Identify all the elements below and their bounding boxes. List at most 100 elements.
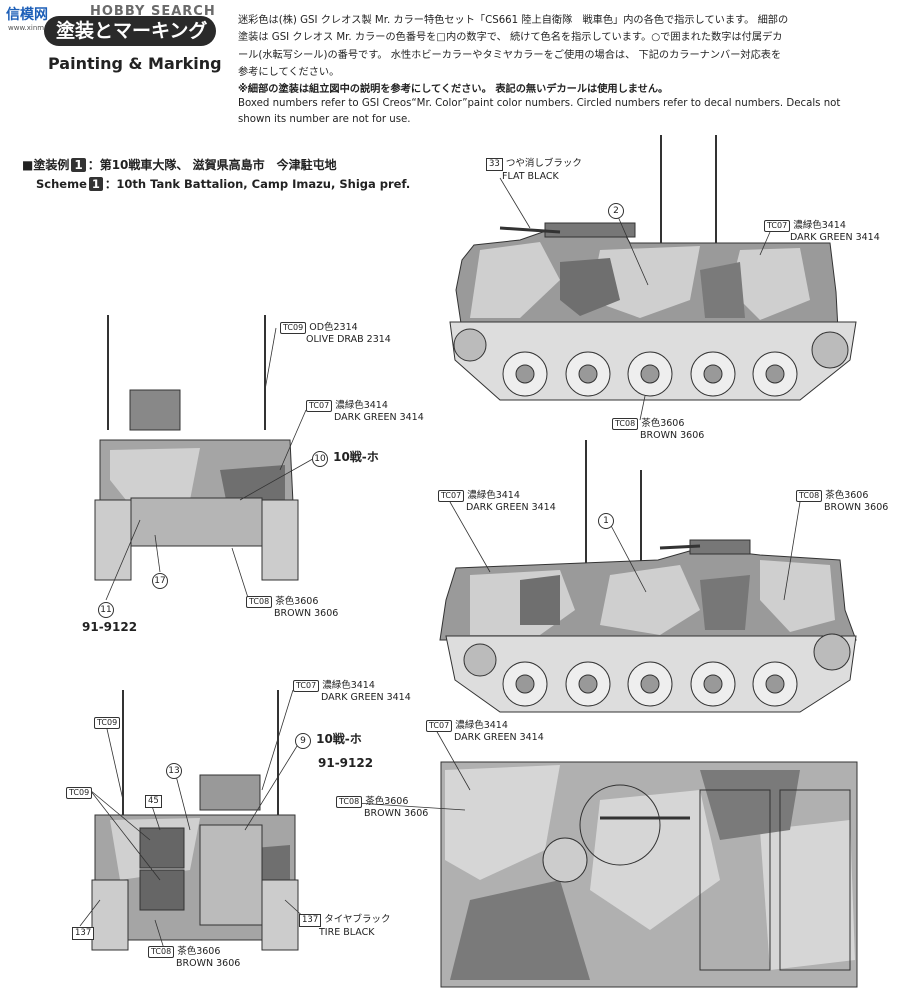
callout-jp: つや消しブラック <box>505 158 582 169</box>
paint-code-box: TC08 <box>148 946 175 958</box>
callout-brown-front: TC08 茶色3606 BROWN 3606 <box>246 596 338 620</box>
paint-code-box: TC07 <box>426 720 453 732</box>
decal-9-plate: 91-9122 <box>318 756 374 770</box>
decal-2-marker: 2 <box>608 198 624 219</box>
scheme-number-box: 1 <box>71 158 86 172</box>
callout-jp: 濃緑色3414 <box>322 680 375 691</box>
callout-brown-side1: TC08 茶色3606 BROWN 3606 <box>612 418 704 442</box>
watermark-search: HOBBY SEARCH <box>90 4 216 19</box>
callout-en: TIRE BLACK <box>319 927 375 938</box>
paint-code-box: TC08 <box>796 490 823 502</box>
decal-11-text: 91-9122 <box>82 620 138 634</box>
callout-jp: 濃緑色3414 <box>793 220 846 231</box>
decal-number: 10 <box>312 451 328 467</box>
decal-1-marker: 1 <box>598 508 614 529</box>
decal-11-marker: 11 <box>98 597 114 618</box>
paint-code-box: 33 <box>486 158 503 171</box>
decal-text: 10戦-ホ <box>333 450 379 464</box>
paint-code-box: TC08 <box>246 596 273 608</box>
scheme-prefix-en: Scheme <box>36 177 87 191</box>
decal-number: 17 <box>152 573 168 589</box>
paint-code-box: TC07 <box>306 400 333 412</box>
intro-jp-line: 塗装は GSI クレオス Mr. カラーの色番号を□内の数字で、 続けて色名を指… <box>238 32 783 44</box>
intro-en: Boxed numbers refer to GSI Creos“Mr. Col… <box>238 96 898 128</box>
page-title: 塗装とマーキング <box>44 16 216 46</box>
callout-dark-green-side2: TC07 濃緑色3414 DARK GREEN 3414 <box>438 490 556 514</box>
decal-9-marker: 9 10戦-ホ <box>295 728 362 749</box>
paint-box-45: 45 <box>145 788 162 808</box>
intro-jp-line: ※細部の塗装は組立図中の説明を参考にしてください。 表記の無いデカールは使用しま… <box>238 84 669 96</box>
callout-jp: OD色2314 <box>309 322 358 333</box>
callout-od-rear-2: TC09 <box>66 780 93 799</box>
callout-en: BROWN 3606 <box>176 958 241 969</box>
callout-od-rear: TC09 <box>94 710 121 729</box>
callout-en: BROWN 3606 <box>640 430 705 441</box>
intro-en-line: Boxed numbers refer to GSI Creos“Mr. Col… <box>238 98 841 109</box>
callout-jp: 茶色3606 <box>365 796 409 807</box>
side-view-1-wheels <box>502 351 798 397</box>
callout-en: BROWN 3606 <box>824 502 889 513</box>
scheme-text-jp: ：第10戦車大隊、 滋賀県高島市 今津駐屯地 <box>87 158 337 172</box>
paint-code-box: 137 <box>299 914 322 927</box>
callout-en: BROWN 3606 <box>364 808 429 819</box>
paint-code-box: TC07 <box>438 490 465 502</box>
callout-en: DARK GREEN 3414 <box>454 732 544 743</box>
front-view <box>94 315 299 581</box>
callout-jp: 茶色3606 <box>275 596 319 607</box>
scheme-number-box-en: 1 <box>88 177 103 191</box>
callout-jp: 茶色3606 <box>177 946 221 957</box>
callout-dark-green-side1: TC07 濃緑色3414 DARK GREEN 3414 <box>764 220 880 244</box>
intro-jp-line: 迷彩色は(株) GSI クレオス製 Mr. カラー特色セット「CS661 陸上自… <box>238 15 789 26</box>
paint-code-box: TC07 <box>764 220 791 232</box>
paint-code-box: TC09 <box>66 787 93 799</box>
callout-brown-top: TC08 茶色3606 BROWN 3606 <box>336 796 428 820</box>
callout-en: OLIVE DRAB 2314 <box>306 334 391 345</box>
decal-17-marker: 17 <box>152 568 168 589</box>
decal-text: 10戦-ホ <box>316 732 362 746</box>
scheme-prefix-jp: ■塗装例 <box>22 158 70 172</box>
paint-code-box: TC08 <box>336 796 363 808</box>
callout-flat-black: 33 つや消しブラック FLAT BLACK <box>486 158 582 183</box>
callout-brown-rear: TC08 茶色3606 BROWN 3606 <box>148 946 240 970</box>
callout-jp: 茶色3606 <box>825 490 869 501</box>
paint-code-box: 137 <box>72 927 95 940</box>
watermark-logo: 信模网 <box>6 7 48 23</box>
callout-tire-left: 137 <box>72 920 95 940</box>
callout-jp: 濃緑色3414 <box>335 400 388 411</box>
callout-dark-green-top: TC07 濃緑色3414 DARK GREEN 3414 <box>426 720 544 744</box>
callout-jp: 濃緑色3414 <box>467 490 520 501</box>
side-view-2-wheels <box>502 661 798 707</box>
intro-jp: 迷彩色は(株) GSI クレオス製 Mr. カラー特色セット「CS661 陸上自… <box>238 12 898 98</box>
paint-code-box: TC07 <box>293 680 320 692</box>
paint-code-box: TC08 <box>612 418 639 430</box>
callout-dark-green-front: TC07 濃緑色3414 DARK GREEN 3414 <box>306 400 424 424</box>
decal-number: 9 <box>295 733 311 749</box>
decal-number: 13 <box>166 763 182 779</box>
callout-en: FLAT BLACK <box>502 171 559 182</box>
decal-number: 1 <box>598 513 614 529</box>
callout-jp: タイヤブラック <box>324 914 391 925</box>
rear-view <box>91 690 299 951</box>
page-subtitle: Painting & Marking <box>48 54 222 73</box>
top-view <box>440 761 858 988</box>
callout-tire-black: 137 タイヤブラック TIRE BLACK <box>299 914 390 939</box>
decal-number: 11 <box>98 602 114 618</box>
decal-10-marker: 10 10戦-ホ <box>312 446 379 467</box>
callout-jp: 濃緑色3414 <box>455 720 508 731</box>
callout-en: DARK GREEN 3414 <box>790 232 880 243</box>
callout-dark-green-rear: TC07 濃緑色3414 DARK GREEN 3414 <box>293 680 411 704</box>
callout-en: DARK GREEN 3414 <box>466 502 556 513</box>
scheme-text-en: ：10th Tank Battalion, Camp Imazu, Shiga … <box>104 177 411 191</box>
decal-number: 2 <box>608 203 624 219</box>
callout-en: DARK GREEN 3414 <box>334 412 424 423</box>
decal-13-marker: 13 <box>166 758 182 779</box>
intro-en-line: shown its number are not for use. <box>238 114 411 125</box>
paint-code-box: TC09 <box>94 717 121 729</box>
callout-en: BROWN 3606 <box>274 608 339 619</box>
intro-jp-line: 参考にしてください。 <box>238 66 340 78</box>
paint-code-box: TC09 <box>280 322 307 334</box>
leader-lines <box>79 177 801 953</box>
